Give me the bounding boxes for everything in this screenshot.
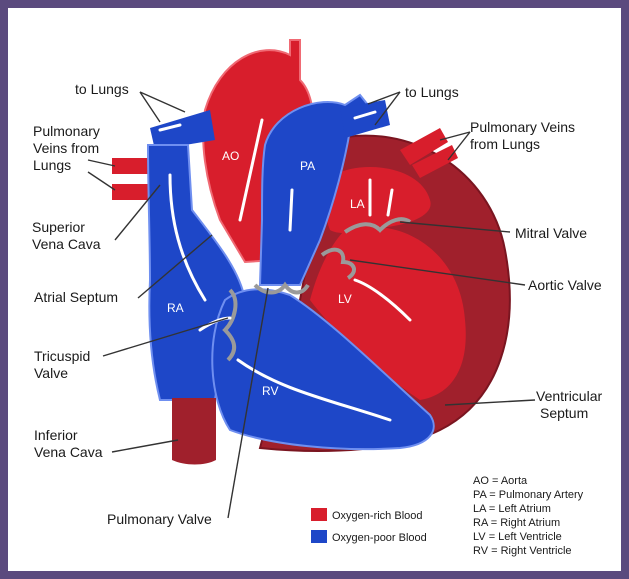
abbreviation-key: AO = Aorta PA = Pulmonary Artery LA = Le… bbox=[473, 475, 584, 557]
label-pulm-veins-left-3: Lungs bbox=[33, 157, 71, 173]
label-vent-septum-1: Ventricular bbox=[536, 388, 602, 404]
label-mitral-valve: Mitral Valve bbox=[515, 225, 587, 241]
legend-rich: Oxygen-rich Blood bbox=[332, 510, 423, 522]
legend-swatch-rich bbox=[311, 508, 327, 521]
chamber-ra: RA bbox=[167, 301, 184, 315]
label-ivc-1: Inferior bbox=[34, 427, 78, 443]
inferior-vena-cava bbox=[172, 398, 216, 465]
abbr-ra: RA = Right Atrium bbox=[473, 517, 560, 529]
label-pulm-veins-right-1: Pulmonary Veins bbox=[470, 119, 575, 135]
pulmonary-valve-shape bbox=[255, 285, 308, 293]
chamber-ao: AO bbox=[222, 149, 239, 163]
label-pulm-veins-left-2: Veins from bbox=[33, 140, 99, 156]
chamber-pa: PA bbox=[300, 159, 315, 173]
label-to-lungs-right: to Lungs bbox=[405, 84, 459, 100]
legend-swatch-poor bbox=[311, 530, 327, 543]
label-svc-2: Vena Cava bbox=[32, 236, 101, 252]
label-vent-septum-2: Septum bbox=[540, 405, 588, 421]
abbr-lv: LV = Left Ventricle bbox=[473, 531, 562, 543]
label-pulm-veins-right-2: from Lungs bbox=[470, 136, 540, 152]
label-atrial-septum: Atrial Septum bbox=[34, 289, 118, 305]
abbr-ao: AO = Aorta bbox=[473, 475, 528, 487]
label-pulmonary-valve: Pulmonary Valve bbox=[107, 511, 212, 527]
abbr-rv: RV = Right Ventricle bbox=[473, 545, 572, 557]
legend: Oxygen-rich Blood Oxygen-poor Blood bbox=[311, 508, 427, 544]
pulmonary-veins-left bbox=[112, 158, 152, 200]
abbr-pa: PA = Pulmonary Artery bbox=[473, 489, 584, 501]
legend-poor: Oxygen-poor Blood bbox=[332, 532, 427, 544]
label-ivc-2: Vena Cava bbox=[34, 444, 103, 460]
label-tricuspid-2: Valve bbox=[34, 365, 68, 381]
chamber-la: LA bbox=[350, 197, 365, 211]
chamber-lv: LV bbox=[338, 292, 352, 306]
chamber-rv: RV bbox=[262, 384, 278, 398]
label-aortic-valve: Aortic Valve bbox=[528, 277, 602, 293]
label-pulm-veins-left-1: Pulmonary bbox=[33, 123, 100, 139]
label-to-lungs-left: to Lungs bbox=[75, 81, 129, 97]
label-tricuspid-1: Tricuspid bbox=[34, 348, 90, 364]
abbr-la: LA = Left Atrium bbox=[473, 503, 551, 515]
label-svc-1: Superior bbox=[32, 219, 85, 235]
